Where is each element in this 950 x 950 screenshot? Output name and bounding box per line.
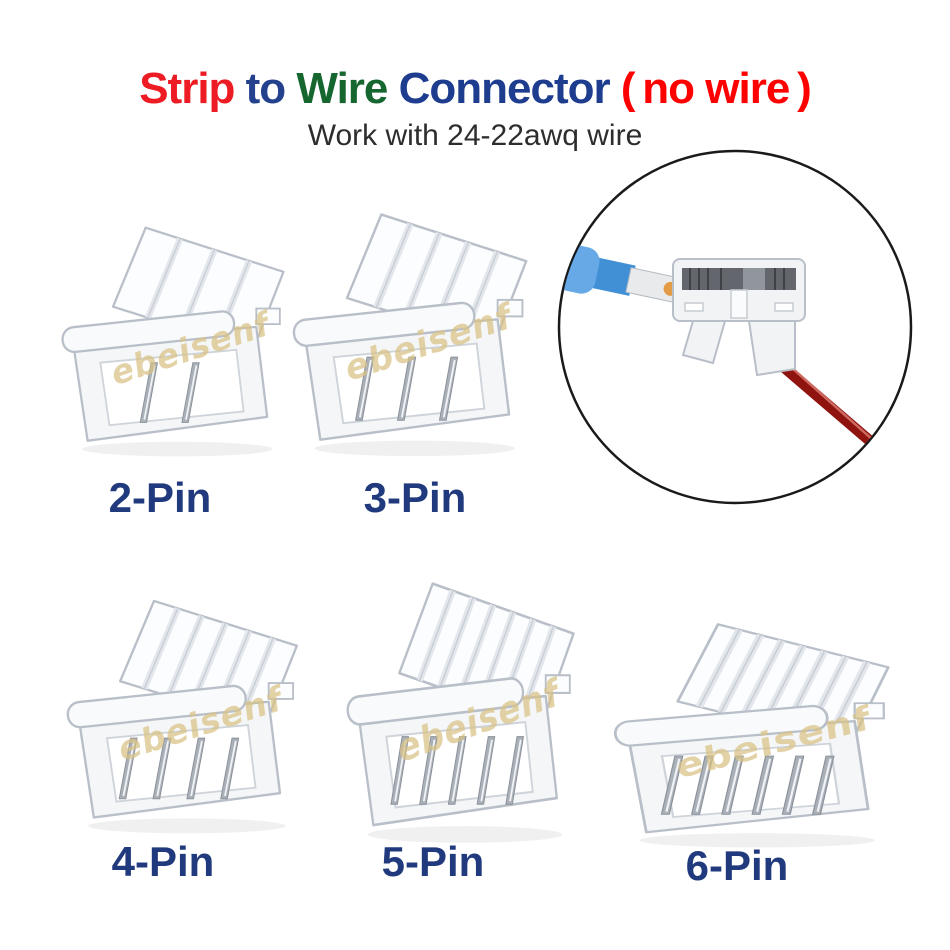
subtitle-wire-gauge: Work with 24-22awq wire (307, 119, 643, 152)
pin-highlight (816, 758, 832, 812)
side-tab (544, 674, 571, 694)
lid-rib-line (419, 590, 454, 681)
connection-demo-inset (543, 135, 927, 519)
title-word-strip: Strip (139, 64, 246, 113)
pin-highlight (725, 758, 741, 812)
latch-bar (346, 677, 525, 726)
connector-photo-3pin: ebeisenf (286, 199, 572, 461)
latch-bar (613, 704, 829, 747)
shadow (82, 441, 273, 457)
pin-cavity (105, 724, 257, 803)
label-2pin: 2-Pin (108, 474, 212, 521)
pin-highlight (442, 359, 456, 418)
title-word-connector: Connector (398, 64, 611, 113)
lid-rib-line (375, 223, 411, 308)
label-6pin: 6-Pin (685, 842, 789, 889)
latch-bar (66, 684, 247, 729)
side-tab (255, 307, 281, 326)
lid-rib-line (405, 232, 440, 317)
title-word-to: to (245, 64, 297, 113)
pin-highlight (509, 739, 522, 802)
lid-rib-line (459, 604, 494, 695)
flap-right (747, 320, 796, 377)
title-word-no-wire: ( no wire ) (609, 64, 812, 113)
connector-photo-6pin: ebeisenf (606, 610, 942, 852)
pin-highlight (185, 365, 198, 420)
pin-highlight (480, 739, 493, 802)
title-word-wire: Wire (296, 64, 399, 113)
flap-left (681, 320, 727, 365)
shadow (314, 440, 515, 457)
page-title: Strip to Wire Connector ( no wire ) (0, 64, 950, 114)
pin-highlight (156, 740, 170, 797)
lid-rib-line (167, 615, 203, 697)
pin-highlight (358, 359, 372, 418)
metal-gap (743, 268, 765, 290)
label-5pin: 5-Pin (381, 838, 485, 885)
demo-connector (672, 258, 806, 377)
metal-hatch-lines (689, 268, 785, 290)
shadow (639, 833, 875, 848)
pin-highlight (143, 365, 156, 420)
slot-left (684, 302, 704, 312)
connector-photo-5pin: ebeisenf (340, 567, 618, 848)
latch-bar (61, 310, 236, 354)
lid-rib-line (698, 629, 741, 708)
label-3pin: 3-Pin (363, 474, 467, 521)
pin-highlight (665, 758, 681, 812)
lid-rib-line (741, 640, 783, 718)
lid-rib-line (147, 238, 181, 318)
pin-highlight (400, 359, 414, 418)
pin-highlight (394, 739, 407, 802)
slot-right (774, 302, 794, 312)
shadow (367, 826, 563, 843)
pin-highlight (451, 739, 465, 802)
led-strip-body (560, 234, 636, 296)
pin-highlight (786, 758, 802, 812)
connector-photo-4pin: ebeisenf (60, 586, 342, 838)
side-tab (853, 702, 885, 720)
shadow (88, 818, 286, 834)
lid-rib-line (439, 597, 474, 688)
red-wire (773, 357, 883, 453)
pin-highlight (756, 758, 772, 812)
connector-photo-2pin: ebeisenf (55, 213, 327, 461)
center-latch (730, 289, 748, 319)
lid-rib-line (720, 634, 762, 713)
metal-contact-window (682, 268, 796, 290)
pin-highlight (122, 740, 136, 797)
pin-highlight (190, 740, 203, 797)
pin-highlight (695, 758, 711, 812)
side-tab (496, 298, 524, 318)
demo-circle (557, 149, 913, 505)
pin-highlight (422, 739, 436, 802)
side-tab (267, 682, 295, 700)
pin-highlight (224, 740, 237, 797)
pin-cavity (99, 348, 245, 427)
lid-rib-line (143, 608, 179, 689)
latch-bar (292, 301, 476, 347)
label-4pin: 4-Pin (111, 838, 215, 885)
